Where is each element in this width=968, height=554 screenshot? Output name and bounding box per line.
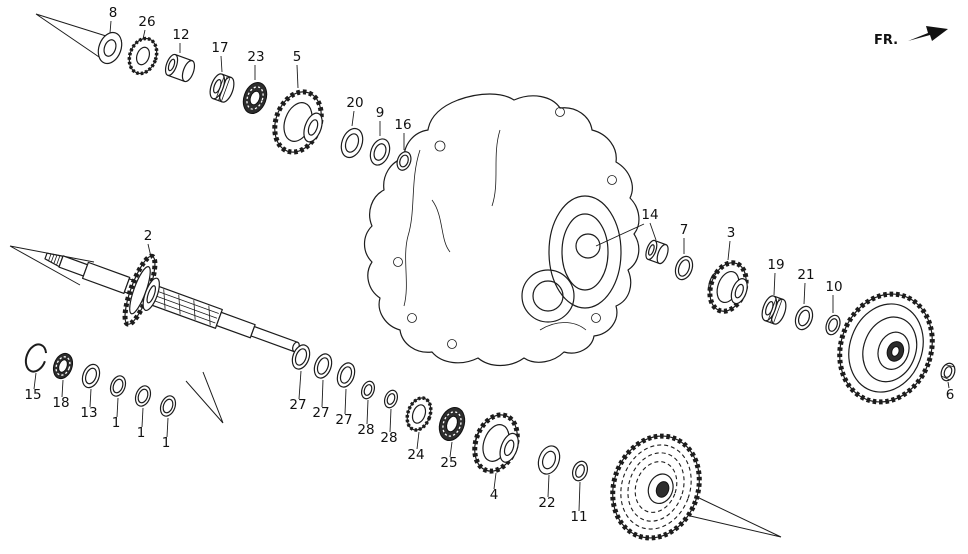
callout-1-label-a: 1: [112, 415, 121, 431]
part-18-bearing: [52, 352, 74, 380]
callout-19-label: 19: [767, 257, 784, 273]
fr-direction-marker: FR.: [874, 26, 948, 48]
callout-6-label: 6: [946, 387, 955, 403]
part-1-ring-c: [159, 395, 177, 417]
callout-26-label: 26: [138, 14, 155, 30]
callout-14-label: 14: [641, 207, 658, 223]
part-28-ring-a: [360, 380, 376, 400]
callout-10-label: 10: [825, 279, 842, 295]
callout-25-label: 25: [440, 455, 457, 471]
part-15-snap-ring: [24, 343, 48, 373]
part-13-washer: [81, 363, 101, 389]
part-27-ring-c: [336, 362, 356, 388]
callout-2-label: 2: [144, 228, 153, 244]
assembly-arrow-bottom-right: [685, 496, 782, 538]
callout-13-label: 13: [80, 405, 97, 421]
part-7-oring: [674, 255, 694, 281]
part-17-needle-bearing: [209, 73, 235, 103]
callout-28-label-b: 28: [380, 430, 397, 446]
callout-15-label: 15: [24, 387, 41, 403]
callout-28-label-a: 28: [357, 422, 374, 438]
part-16-ring: [396, 151, 412, 171]
part-28-ring-b: [383, 389, 399, 409]
part-27-ring-b: [313, 353, 333, 379]
part-1-ring-a: [109, 375, 127, 397]
part-21-washer: [794, 305, 814, 331]
part-14-collar: [645, 239, 669, 265]
part-6-nut: [940, 362, 956, 382]
callout-23-label: 23: [247, 49, 264, 65]
callout-21-label: 21: [797, 267, 814, 283]
part-22-washer: [537, 445, 561, 475]
callout-3-label: 3: [727, 225, 736, 241]
callout-8-label: 8: [109, 5, 118, 21]
clutch-drum-right: [837, 291, 935, 405]
part-11-ring: [571, 460, 589, 482]
callout-16-label: 16: [394, 117, 411, 133]
part-19-needle-bearing: [761, 295, 787, 325]
callout-4-label: 4: [490, 487, 499, 503]
assembly-arrow-bottom-left: [185, 371, 224, 424]
callout-9-label: 9: [376, 105, 385, 121]
callout-7-label: 7: [680, 222, 689, 238]
callout-20-label: 20: [346, 95, 363, 111]
part-5-gear: [272, 89, 324, 155]
callout-27-label-c: 27: [335, 412, 352, 428]
callout-18-label: 18: [52, 395, 69, 411]
part-8-washer: [97, 31, 123, 65]
callout-5-label: 5: [293, 49, 302, 65]
callout-24-label: 24: [407, 447, 424, 463]
part-24-lock-washer: [405, 396, 433, 432]
part-4-gear: [472, 412, 520, 474]
part-20-washer: [340, 127, 364, 159]
callout-1-label-c: 1: [162, 435, 171, 451]
callout-1-label-b: 1: [137, 425, 146, 441]
leader-lines: [33, 20, 950, 512]
callout-27-label-b: 27: [312, 405, 329, 421]
callout-22-label: 22: [538, 495, 555, 511]
part-26-lock-washer: [127, 36, 159, 76]
callout-labels: 8 26 12 17 23 5 20 9 16 2 14 7 3 19 21 1…: [24, 5, 954, 525]
part-1-ring-b: [134, 385, 152, 407]
part-2-mainshaft: [44, 252, 300, 353]
fr-label: FR.: [874, 33, 898, 48]
fr-arrow-icon: [908, 26, 948, 41]
callout-12-label: 12: [172, 27, 189, 43]
part-23-ball-bearing: [242, 82, 268, 114]
part-12-collar: [164, 53, 196, 83]
clutch-drum-bottom: [610, 433, 702, 541]
callout-11-label: 11: [570, 509, 587, 525]
callout-17-label: 17: [211, 40, 228, 56]
part-10-ring: [825, 314, 841, 336]
part-25-ball-bearing: [438, 407, 466, 441]
callout-27-label-a: 27: [289, 397, 306, 413]
part-27-ring-a: [291, 344, 311, 370]
part-9-washer: [369, 138, 391, 166]
transmission-housing: [363, 93, 640, 367]
part-3-gear: [707, 260, 749, 314]
